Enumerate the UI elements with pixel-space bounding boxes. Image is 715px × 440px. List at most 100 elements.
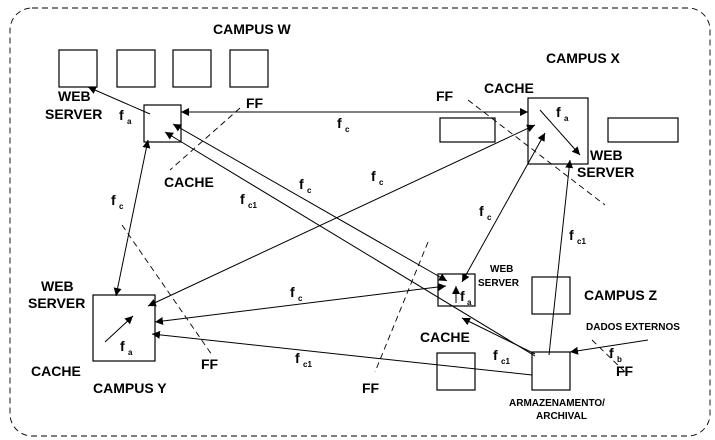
flow-fa-x-inner bbox=[539, 109, 581, 156]
flow-fa-y-inner bbox=[104, 315, 134, 343]
flow-label-fa-x: f a bbox=[556, 104, 569, 123]
ff-boundary-y bbox=[121, 224, 213, 356]
flow-label-fc-y-x: f c bbox=[371, 168, 384, 187]
ff-label-center: FF bbox=[362, 380, 380, 396]
ff-label-x: FF bbox=[436, 88, 454, 104]
flow-label-fc1-y: f c1 bbox=[295, 350, 312, 369]
campus-z-client-1 bbox=[531, 276, 571, 315]
flow-fc1-storage-x bbox=[548, 159, 574, 356]
flow-label-fc-w-z: f c bbox=[299, 176, 312, 195]
svg-text:f: f bbox=[556, 104, 561, 120]
ff-boundary-center bbox=[374, 241, 429, 373]
flow-fb-external bbox=[569, 339, 649, 355]
svg-text:f: f bbox=[569, 227, 574, 243]
svg-text:f: f bbox=[609, 345, 614, 361]
ff-boundary-w bbox=[169, 107, 241, 171]
svg-text:f: f bbox=[371, 168, 376, 184]
svg-text:c: c bbox=[379, 178, 384, 187]
storage-label-line1: ARMAZENAMENTO/ bbox=[509, 398, 605, 409]
campus-w-title: CAMPUS W bbox=[213, 21, 292, 37]
ff-boundary-x bbox=[467, 99, 606, 206]
svg-text:f: f bbox=[460, 288, 465, 304]
campus-w-client-1 bbox=[58, 49, 98, 88]
cache-label-y: CACHE bbox=[31, 363, 81, 379]
flow-label-fa-z: f a bbox=[460, 288, 472, 307]
svg-text:c: c bbox=[298, 294, 303, 303]
svg-text:a: a bbox=[128, 348, 133, 357]
svg-text:c1: c1 bbox=[303, 360, 312, 369]
outer-boundary bbox=[9, 7, 711, 437]
cache-label-z: CACHE bbox=[420, 329, 470, 345]
ff-label-z: FF bbox=[616, 363, 634, 379]
cache-label-x: CACHE bbox=[484, 80, 534, 96]
campus-y-node bbox=[92, 294, 156, 362]
campus-w-node bbox=[143, 104, 182, 143]
web-server-y-line1: WEB bbox=[41, 278, 74, 294]
web-server-x-line2: SERVER bbox=[577, 164, 634, 180]
web-server-z-line1: WEB bbox=[490, 264, 513, 275]
flow-fc1-storage-y bbox=[151, 330, 533, 376]
svg-text:a: a bbox=[467, 298, 472, 307]
campus-w-client-4 bbox=[229, 49, 269, 88]
flow-fc1-storage-z bbox=[461, 317, 536, 355]
svg-text:b: b bbox=[617, 355, 622, 364]
campus-x-client-2 bbox=[607, 117, 679, 143]
svg-text:f: f bbox=[111, 192, 116, 208]
svg-text:f: f bbox=[120, 338, 125, 354]
campus-x-title: CAMPUS X bbox=[546, 50, 621, 66]
svg-text:f: f bbox=[119, 107, 124, 123]
flow-fc-w-y bbox=[113, 139, 151, 297]
svg-text:f: f bbox=[240, 191, 245, 207]
cache-label-w: CACHE bbox=[164, 174, 214, 190]
flow-fc-y-z bbox=[154, 283, 447, 325]
flow-label-fc-top: f c bbox=[337, 115, 350, 134]
storage-label-line2: ARCHIVAL bbox=[536, 411, 587, 422]
ff-boundary-z bbox=[591, 339, 626, 373]
web-server-z-line2: SERVER bbox=[478, 278, 520, 289]
flow-label-fa-w: f a bbox=[119, 107, 132, 126]
svg-text:c: c bbox=[345, 125, 350, 134]
ff-label-y: FF bbox=[201, 356, 219, 372]
flow-label-fc1-z: f c1 bbox=[493, 347, 510, 366]
web-server-w-line2: SERVER bbox=[45, 106, 102, 122]
svg-text:c: c bbox=[487, 213, 492, 222]
flow-label-fa-y: f a bbox=[120, 338, 133, 357]
web-server-x-line1: WEB bbox=[590, 147, 623, 163]
svg-text:f: f bbox=[295, 350, 300, 366]
campus-y-title: CAMPUS Y bbox=[93, 380, 167, 396]
svg-text:c1: c1 bbox=[248, 201, 257, 210]
flow-label-fc-w-y: f c bbox=[111, 192, 124, 211]
svg-text:c1: c1 bbox=[501, 357, 510, 366]
flow-fc-z-x bbox=[461, 132, 546, 283]
flow-fa-w-to-web bbox=[87, 86, 151, 115]
campus-w-client-3 bbox=[172, 49, 212, 88]
campus-x-client-1 bbox=[439, 117, 496, 143]
storage-node bbox=[531, 351, 571, 391]
svg-text:a: a bbox=[564, 114, 569, 123]
flow-fc1-storage-w bbox=[164, 131, 536, 357]
svg-text:f: f bbox=[479, 203, 484, 219]
external-data-label: DADOS EXTERNOS bbox=[586, 322, 680, 333]
campus-z-title: CAMPUS Z bbox=[584, 287, 658, 303]
flow-label-fc1-w: f c1 bbox=[240, 191, 257, 210]
web-server-y-line2: SERVER bbox=[28, 295, 85, 311]
svg-text:c: c bbox=[307, 186, 312, 195]
svg-text:f: f bbox=[299, 176, 304, 192]
svg-text:f: f bbox=[290, 284, 295, 300]
web-server-w-line1: WEB bbox=[58, 88, 91, 104]
svg-text:f: f bbox=[493, 347, 498, 363]
svg-text:c1: c1 bbox=[577, 237, 586, 246]
flow-fc-y-x bbox=[147, 124, 536, 307]
flow-label-fc-y-z: f c bbox=[290, 284, 303, 303]
ff-label-w: FF bbox=[246, 95, 264, 111]
flow-label-fc1-x: f c1 bbox=[569, 227, 586, 246]
svg-text:c: c bbox=[119, 202, 124, 211]
campus-z-client-2 bbox=[436, 352, 476, 391]
campus-w-client-2 bbox=[116, 49, 156, 88]
flow-label-fb: f b bbox=[609, 345, 622, 364]
flow-fc-w-z bbox=[172, 123, 448, 282]
svg-text:a: a bbox=[127, 117, 132, 126]
flow-label-fc-z-x: f c bbox=[479, 203, 492, 222]
svg-text:f: f bbox=[337, 115, 342, 131]
